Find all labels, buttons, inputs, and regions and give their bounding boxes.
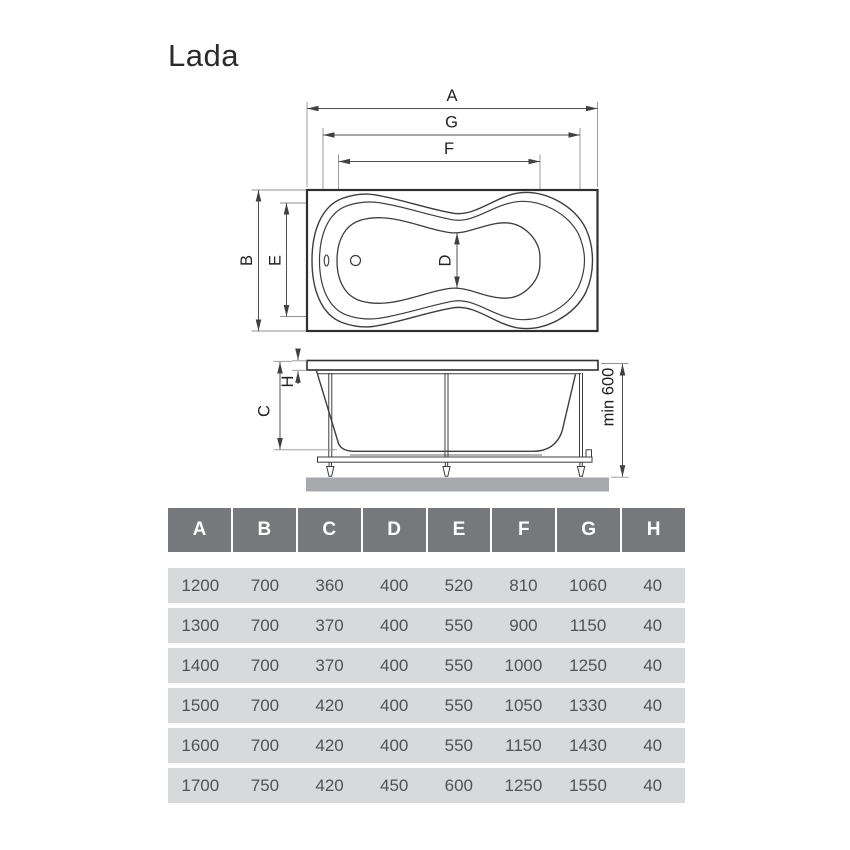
table-cell: 420	[315, 776, 344, 795]
tub-rim	[306, 359, 599, 371]
rim-outer-contour	[311, 191, 594, 330]
drain-hole	[349, 254, 362, 267]
table-cell: 1300	[181, 616, 220, 635]
table-row: 1600 700 420 400 550 1150 1430 40	[168, 728, 685, 763]
dim-label-c: C	[256, 405, 274, 417]
table-cell: 550	[444, 616, 473, 635]
table-cell: 550	[444, 696, 473, 715]
dim-label-b: B	[238, 255, 256, 266]
table-cell: 400	[380, 696, 409, 715]
bathtub-technical-drawing: A G F B E D	[238, 87, 629, 492]
table-cell: 370	[315, 656, 344, 675]
table-cell: 810	[509, 576, 538, 595]
table-cell: 900	[509, 616, 538, 635]
page-title: Lada	[168, 38, 239, 73]
table-cell: 360	[315, 576, 344, 595]
table-cell: 1150	[569, 616, 607, 635]
table-cell: 40	[643, 696, 663, 715]
table-cell: 1250	[504, 776, 543, 795]
dim-label-h: H	[279, 376, 297, 388]
table-row: 1400 700 370 400 550 1000 1250 40	[168, 648, 685, 683]
table-header-row: A B C D E F G H	[168, 508, 685, 552]
table-cell: 1500	[181, 696, 220, 715]
table-cell: 400	[380, 616, 409, 635]
table-cell: 40	[643, 776, 663, 795]
side-view-drawing: H C min 600	[256, 348, 629, 492]
dim-label-e: E	[267, 255, 285, 266]
table-cell: 1400	[181, 656, 220, 675]
basin-contour	[336, 217, 541, 304]
table-cell: 1550	[569, 776, 607, 795]
table-cell: 700	[250, 656, 280, 675]
table-cell: 550	[444, 656, 473, 675]
table-header-cell: F	[492, 508, 556, 552]
table-cell: 450	[380, 776, 409, 795]
table-cell: 1200	[181, 576, 220, 595]
table-header-cell: C	[297, 508, 361, 552]
frame-legs	[328, 373, 583, 457]
dim-label-g: G	[445, 114, 458, 132]
table-header-cell: B	[232, 508, 296, 552]
support-bar	[317, 456, 593, 463]
dim-label-d: D	[437, 254, 455, 266]
table-row: 1700 750 420 450 600 1250 1550 40	[168, 768, 685, 803]
table-cell: 1330	[569, 696, 607, 715]
table-cell: 700	[250, 736, 280, 755]
overflow-hole	[323, 254, 330, 267]
table-cell: 1600	[181, 736, 220, 755]
table-header-cell: D	[362, 508, 426, 552]
adjustable-feet	[326, 462, 586, 477]
table-cell: 40	[643, 736, 663, 755]
table-header-cell: H	[622, 508, 685, 552]
table-cell: 1060	[569, 576, 607, 595]
floor-bar	[306, 477, 609, 492]
rim-inner-contour	[318, 200, 586, 321]
table-cell: 370	[315, 616, 344, 635]
table-cell: 1700	[181, 776, 220, 795]
table-cell: 400	[380, 576, 409, 595]
table-cell: 420	[315, 696, 344, 715]
table-cell: 1050	[504, 696, 543, 715]
top-view-drawing: A G F B E D	[238, 87, 599, 333]
table-header-cell: A	[168, 508, 231, 552]
table-row: 1500 700 420 400 550 1050 1330 40	[168, 688, 685, 723]
table-cell: 1430	[569, 736, 607, 755]
table-cell: 40	[643, 576, 663, 595]
table-cell: 520	[444, 576, 473, 595]
table-cell: 700	[250, 616, 280, 635]
dim-label-f: F	[444, 140, 454, 158]
table-cell: 700	[250, 576, 280, 595]
tub-shell-profile	[315, 370, 577, 452]
table-header-cell: G	[557, 508, 621, 552]
table-cell: 420	[315, 736, 344, 755]
dim-label-a: A	[446, 87, 457, 105]
table-cell: 400	[380, 656, 409, 675]
dimensions-table: A B C D E F G H 1200 700 360 400 520 810…	[168, 508, 685, 808]
table-cell: 600	[444, 776, 473, 795]
table-cell: 550	[444, 736, 473, 755]
table-row: 1300 700 370 400 550 900 1150 40	[168, 608, 685, 643]
dim-label-min-height: min 600	[600, 368, 618, 427]
table-cell: 40	[643, 656, 663, 675]
table-row: 1200 700 360 400 520 810 1060 40	[168, 568, 685, 603]
table-cell: 1150	[505, 736, 542, 755]
table-header-cell: E	[427, 508, 491, 552]
table-cell: 700	[250, 696, 280, 715]
table-cell: 40	[643, 616, 663, 635]
table-cell: 1000	[504, 656, 543, 675]
table-cell: 400	[380, 736, 409, 755]
table-cell: 1250	[569, 656, 607, 675]
table-cell: 750	[250, 776, 280, 795]
